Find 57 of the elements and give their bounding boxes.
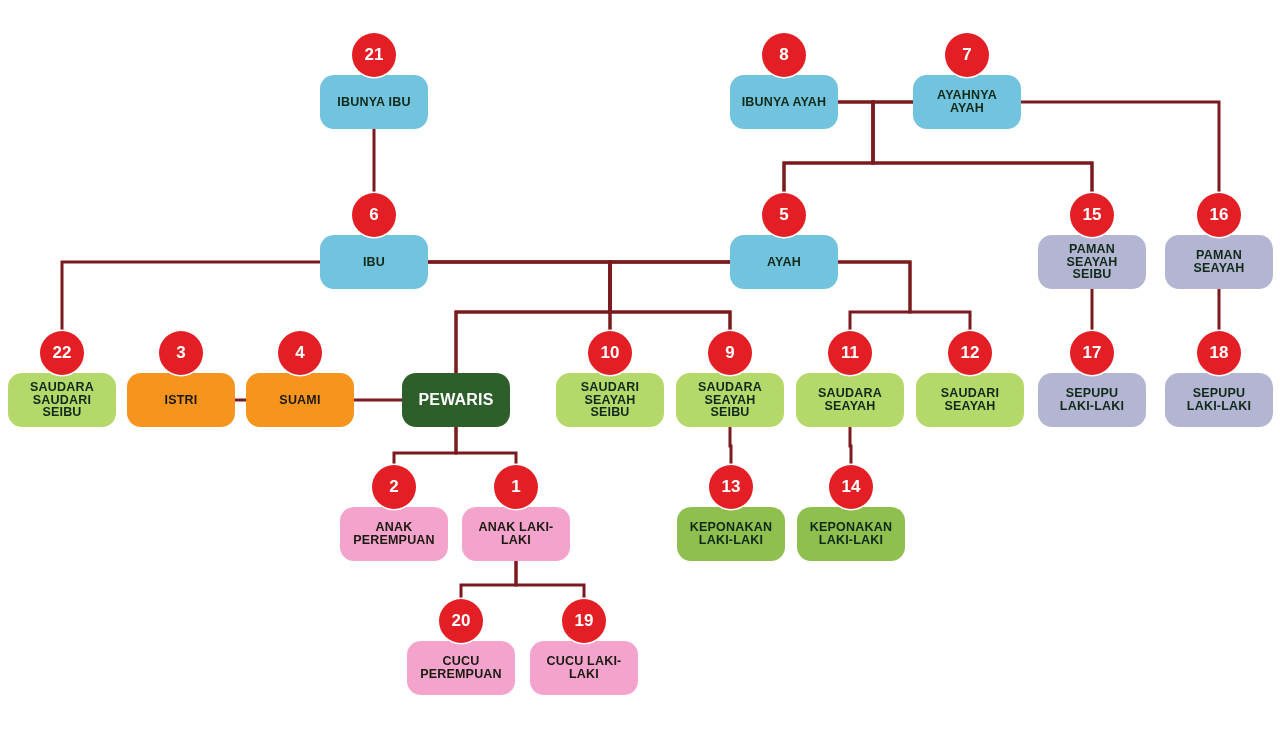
relative-box: SEPUPU LAKI-LAKI	[1165, 373, 1273, 427]
number-badge: 19	[562, 599, 606, 643]
relative-box: SAUDARA SAUDARI SEIBU	[8, 373, 116, 427]
relative-box: SAUDARA SEAYAH SEIBU	[676, 373, 784, 427]
number-badge: 22	[40, 331, 84, 375]
relative-box: ANAK PEREMPUAN	[340, 507, 448, 561]
connector-line	[728, 427, 733, 465]
connector-line	[838, 260, 972, 331]
connector-line	[514, 561, 586, 599]
connector-line	[60, 260, 320, 331]
connector-line	[848, 427, 853, 465]
relative-box: IBUNYA AYAH	[730, 75, 838, 129]
relative-box: SAUDARI SEAYAH	[916, 373, 1024, 427]
relative-box: KEPONAKAN LAKI-LAKI	[797, 507, 905, 561]
relative-box: CUCU PEREMPUAN	[407, 641, 515, 695]
number-badge: 18	[1197, 331, 1241, 375]
relative-box: IBU	[320, 235, 428, 289]
relative-box: IBUNYA IBU	[320, 75, 428, 129]
relative-box: SUAMI	[246, 373, 354, 427]
relative-box: ANAK LAKI-LAKI	[462, 507, 570, 561]
number-badge: 4	[278, 331, 322, 375]
connector-line	[1217, 289, 1221, 331]
number-badge: 6	[352, 193, 396, 237]
relative-box: CUCU LAKI-LAKI	[530, 641, 638, 695]
relative-box: ISTRI	[127, 373, 235, 427]
number-badge: 15	[1070, 193, 1114, 237]
relative-box: SEPUPU LAKI-LAKI	[1038, 373, 1146, 427]
connector-line	[354, 398, 402, 402]
connector-line	[1090, 289, 1094, 331]
relative-box: PEWARIS	[402, 373, 510, 427]
number-badge: 2	[372, 465, 416, 509]
connector-line	[235, 398, 246, 402]
number-badge: 8	[762, 33, 806, 77]
connector-line	[372, 129, 376, 193]
number-badge: 3	[159, 331, 203, 375]
number-badge: 12	[948, 331, 992, 375]
number-badge: 5	[762, 193, 806, 237]
number-badge: 16	[1197, 193, 1241, 237]
number-badge: 9	[708, 331, 752, 375]
relative-box: PAMAN SEAYAH	[1165, 235, 1273, 289]
number-badge: 14	[829, 465, 873, 509]
connector-line	[1021, 100, 1221, 193]
relative-box: PAMAN SEAYAH SEIBU	[1038, 235, 1146, 289]
number-badge: 21	[352, 33, 396, 77]
number-badge: 7	[945, 33, 989, 77]
number-badge: 1	[494, 465, 538, 509]
number-badge: 13	[709, 465, 753, 509]
relative-box: AYAH	[730, 235, 838, 289]
relative-box: SAUDARA SEAYAH	[796, 373, 904, 427]
relative-box: SAUDARI SEAYAH SEIBU	[556, 373, 664, 427]
relative-box: KEPONAKAN LAKI-LAKI	[677, 507, 785, 561]
number-badge: 17	[1070, 331, 1114, 375]
connector-line	[454, 427, 518, 465]
number-badge: 11	[828, 331, 872, 375]
number-badge: 20	[439, 599, 483, 643]
relative-box: AYAHNYA AYAH	[913, 75, 1021, 129]
number-badge: 10	[588, 331, 632, 375]
